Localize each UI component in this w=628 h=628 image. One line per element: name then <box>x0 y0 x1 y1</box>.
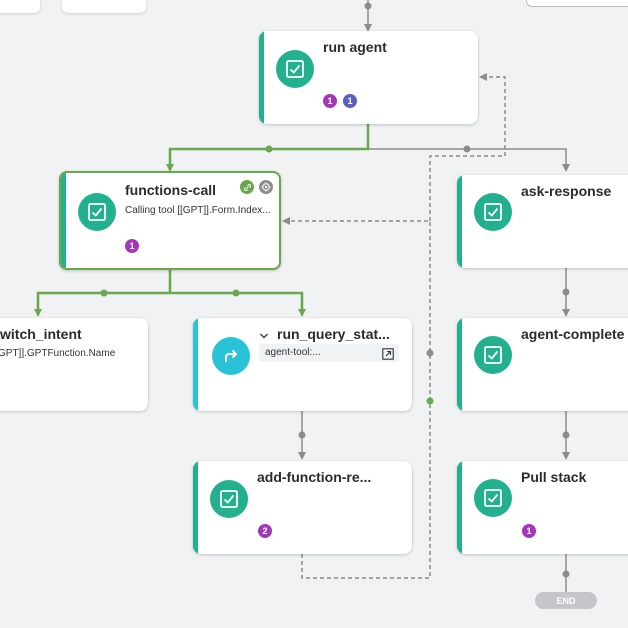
node-title: add-function-re... <box>257 469 372 485</box>
node-agent-complete[interactable]: agent-complete <box>457 318 628 411</box>
node-accent-bar <box>457 318 462 411</box>
node-title: ask-response <box>521 183 612 199</box>
node-pull-stack[interactable]: Pull stack 1 <box>457 461 628 554</box>
node-run-query-stat[interactable]: run_query_stat... agent-tool:... <box>193 318 412 411</box>
node-run-agent[interactable]: run agent 1 1 <box>259 31 478 124</box>
status-badge: 1 <box>323 94 337 108</box>
node-accent-bar <box>193 461 198 554</box>
wire-functions-call-to-run-query <box>170 291 306 317</box>
wire-loop-back-to-run-agent <box>429 73 506 221</box>
node-title: run agent <box>323 39 387 55</box>
node-accent-bar <box>61 173 66 268</box>
offscreen-node-left[interactable] <box>0 0 40 13</box>
redirect-arrow-icon <box>212 337 250 375</box>
wire-loop-back-to-functions-call <box>282 217 431 579</box>
checkbox-icon <box>474 193 512 231</box>
node-title: witch_intent <box>0 326 82 342</box>
node-subtitle: GPT]].GPTFunction.Name <box>0 348 116 359</box>
node-accent-bar <box>457 175 462 268</box>
node-title: run_query_stat... <box>277 326 390 342</box>
end-marker: END <box>535 592 597 609</box>
status-badge: 1 <box>343 94 357 108</box>
node-functions-call[interactable]: functions-call Calling tool [[GPT]].Form… <box>59 171 281 270</box>
checkbox-icon <box>276 50 314 88</box>
link-icon[interactable] <box>240 180 254 194</box>
checkbox-icon <box>474 336 512 374</box>
wire-run-agent-to-ask-response <box>368 148 570 172</box>
node-title: agent-complete <box>521 326 625 342</box>
status-badge: 1 <box>522 524 536 538</box>
chevron-down-icon[interactable] <box>259 328 269 346</box>
checkbox-icon <box>78 193 116 231</box>
field-value: agent-tool:... <box>265 347 321 358</box>
node-accent-bar <box>193 318 198 411</box>
agent-tool-field[interactable]: agent-tool:... <box>259 344 399 362</box>
checkbox-icon <box>474 479 512 517</box>
node-add-function-re[interactable]: add-function-re... 2 <box>193 461 412 554</box>
node-accent-bar <box>259 31 264 124</box>
node-subtitle: Calling tool [[GPT]].Form.Index... <box>125 205 271 216</box>
open-external-icon[interactable] <box>382 347 394 365</box>
target-icon[interactable] <box>259 180 273 194</box>
offscreen-node-right[interactable] <box>526 0 628 7</box>
node-switch-intent[interactable]: witch_intent GPT]].GPTFunction.Name <box>0 318 148 411</box>
status-badge: 2 <box>258 524 272 538</box>
node-ask-response[interactable]: ask-response <box>457 175 628 268</box>
checkbox-icon <box>210 480 248 518</box>
node-accent-bar <box>457 461 462 554</box>
offscreen-node-mid[interactable] <box>62 0 146 13</box>
node-title: functions-call <box>125 182 217 198</box>
status-badge: 1 <box>125 239 139 253</box>
node-title: Pull stack <box>521 469 587 485</box>
